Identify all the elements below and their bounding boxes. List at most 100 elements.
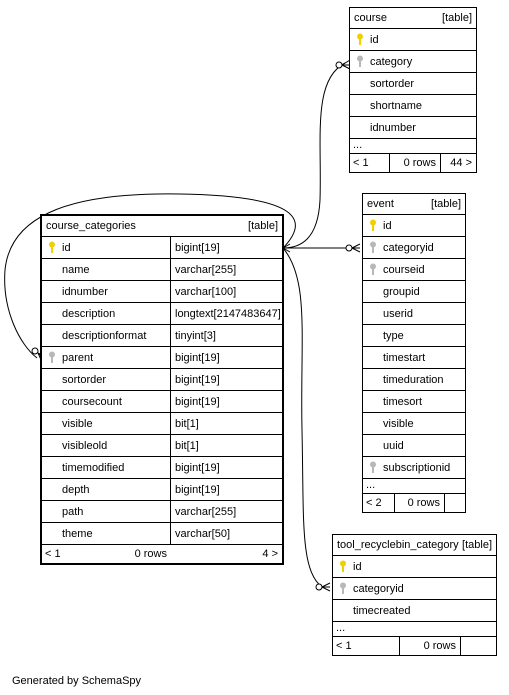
table-header[interactable]: tool_recyclebin_category [table] xyxy=(333,535,496,556)
column-name-cell: coursecount xyxy=(42,391,170,412)
column-row[interactable]: id xyxy=(333,556,496,578)
column-name: groupid xyxy=(383,285,420,298)
column-name-cell: timeduration xyxy=(363,369,465,390)
parents-count[interactable]: < 1 xyxy=(333,637,400,655)
column-name-cell: categoryid xyxy=(333,578,496,599)
column-row[interactable]: categoryid xyxy=(363,237,465,259)
table-tag: [table] xyxy=(462,539,492,551)
table-header[interactable]: course_categories [table] xyxy=(42,216,282,237)
column-name: idnumber xyxy=(62,285,108,298)
column-name: visibleold xyxy=(62,439,108,452)
table-footer: < 1 0 rows xyxy=(333,637,496,655)
column-name-cell: parent xyxy=(42,347,170,368)
parents-count[interactable]: < 1 xyxy=(45,548,61,560)
column-name: parent xyxy=(62,351,94,364)
primary-key-icon xyxy=(340,560,346,572)
column-name: timeduration xyxy=(383,373,444,386)
column-name-cell: description xyxy=(42,303,170,324)
column-name-cell: uuid xyxy=(363,435,465,456)
column-name-cell: descriptionformat xyxy=(42,325,170,346)
column-name-cell: timestart xyxy=(363,347,465,368)
parents-count[interactable]: < 2 xyxy=(363,494,395,512)
column-name-cell: timemodified xyxy=(42,457,170,478)
column-row[interactable]: timecreated xyxy=(333,600,496,622)
table-tag: [table] xyxy=(442,12,472,24)
foreign-key-icon xyxy=(49,351,55,363)
column-row[interactable]: userid xyxy=(363,303,465,325)
column-name: coursecount xyxy=(62,395,122,408)
table-header[interactable]: event [table] xyxy=(363,194,465,215)
column-name: depth xyxy=(62,483,90,496)
column-name: idnumber xyxy=(370,121,416,134)
column-row[interactable]: category xyxy=(350,51,476,73)
column-type: bigint[19] xyxy=(170,391,282,412)
column-name-cell: type xyxy=(363,325,465,346)
column-row[interactable]: visible xyxy=(363,413,465,435)
column-name-cell: id xyxy=(350,29,476,50)
column-row[interactable]: sortorder xyxy=(350,73,476,95)
column-name: id xyxy=(383,219,392,232)
column-row[interactable]: coursecount bigint[19] xyxy=(42,391,282,413)
more-columns: ... xyxy=(333,622,496,637)
row-count: 0 rows xyxy=(134,548,167,560)
column-name: id xyxy=(370,33,379,46)
column-row[interactable]: type xyxy=(363,325,465,347)
column-name: descriptionformat xyxy=(62,329,147,342)
column-name: timesort xyxy=(383,395,423,408)
column-row[interactable]: uuid xyxy=(363,435,465,457)
column-name: id xyxy=(353,560,362,573)
rel-self-parent xyxy=(4,193,296,359)
column-name-cell: name xyxy=(42,259,170,280)
table-tool-recyclebin-category[interactable]: tool_recyclebin_category [table] id categ… xyxy=(332,534,497,656)
children-count[interactable]: 44 > xyxy=(450,157,472,169)
column-row[interactable]: timeduration xyxy=(363,369,465,391)
column-name: categoryid xyxy=(353,582,404,595)
column-row[interactable]: groupid xyxy=(363,281,465,303)
column-name-cell: visible xyxy=(363,413,465,434)
table-header[interactable]: course [table] xyxy=(350,8,476,29)
column-type: varchar[255] xyxy=(170,259,282,280)
column-name-cell: visible xyxy=(42,413,170,434)
column-row[interactable]: shortname xyxy=(350,95,476,117)
more-columns: ... xyxy=(350,139,476,154)
table-name: course_categories xyxy=(46,220,136,232)
table-event[interactable]: event [table] id categoryid courseid groupi… xyxy=(362,193,466,513)
column-name: timestart xyxy=(383,351,426,364)
column-row[interactable]: timestart xyxy=(363,347,465,369)
foreign-key-icon xyxy=(340,582,346,594)
column-name: categoryid xyxy=(383,241,434,254)
column-row[interactable]: subscriptionid xyxy=(363,457,465,479)
column-name-cell: category xyxy=(350,51,476,72)
column-row[interactable]: idnumber xyxy=(350,117,476,139)
column-row[interactable]: timesort xyxy=(363,391,465,413)
children-count xyxy=(445,494,465,512)
column-name-cell: shortname xyxy=(350,95,476,116)
column-row[interactable]: id xyxy=(350,29,476,51)
column-name-cell: idnumber xyxy=(42,281,170,302)
column-name: path xyxy=(62,505,84,518)
column-row[interactable]: categoryid xyxy=(333,578,496,600)
children-count[interactable]: 4 > xyxy=(262,548,278,560)
column-row[interactable]: courseid xyxy=(363,259,465,281)
parents-count[interactable]: < 1 xyxy=(350,154,390,172)
column-name-cell: timesort xyxy=(363,391,465,412)
column-name: description xyxy=(62,307,116,320)
column-name: timecreated xyxy=(353,604,411,617)
column-row[interactable]: id xyxy=(363,215,465,237)
generated-by-footer: Generated by SchemaSpy xyxy=(12,675,142,687)
